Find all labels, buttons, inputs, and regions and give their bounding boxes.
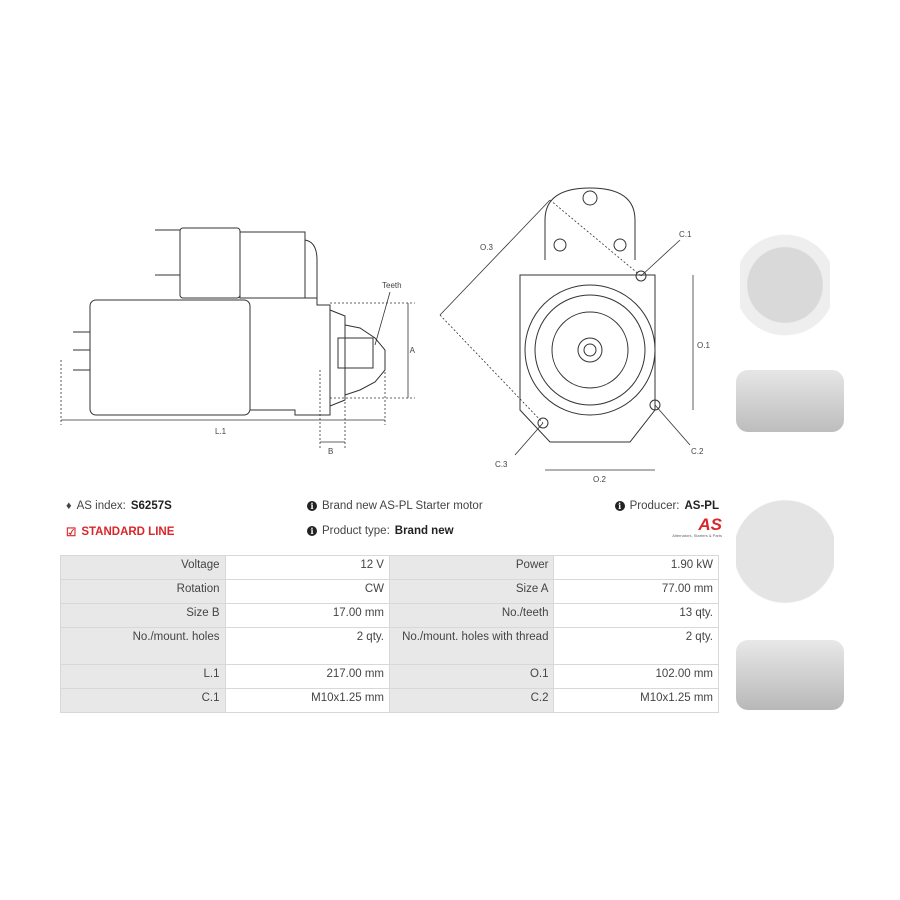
spec-value: CW [224, 579, 390, 604]
producer: i Producer: AS-PL [614, 500, 720, 512]
logo-tagline: Alternators, Starters & Parts [672, 533, 722, 538]
description-text: Brand new AS-PL Starter motor [322, 500, 483, 512]
label-c3: C.3 [495, 460, 508, 469]
spec-key: Power [388, 555, 555, 580]
info-icon: i [614, 501, 625, 511]
spec-value: M10x1.25 mm [224, 688, 390, 713]
tags-icon: ♦ [66, 500, 72, 512]
label-o1: O.1 [697, 341, 710, 350]
standard-line: ☑ STANDARD LINE [66, 525, 174, 539]
info-icon: i [307, 526, 317, 536]
product-type-value: Brand new [394, 525, 454, 537]
spec-key: Size B [60, 603, 226, 628]
product-type-label: Product type: [322, 525, 390, 537]
spec-value: 2 qty. [224, 627, 390, 665]
product-type: i Product type: Brand new [307, 525, 454, 537]
label-a: A [410, 346, 415, 355]
spec-key: L.1 [60, 664, 226, 689]
spec-value: 2 qty. [553, 627, 719, 665]
product-photo-side [736, 370, 844, 432]
logo-text: AS [698, 515, 722, 534]
spec-key: C.2 [388, 688, 555, 713]
label-o3: O.3 [480, 243, 493, 252]
label-b: B [328, 447, 333, 456]
spec-key: C.1 [60, 688, 226, 713]
as-index: ♦ AS index: S6257S [66, 500, 172, 512]
spec-value: 12 V [224, 555, 390, 580]
label-o2: O.2 [593, 475, 606, 484]
spec-key: Voltage [60, 555, 226, 580]
spec-key: No./teeth [388, 603, 555, 628]
front-view-drawing: O.3 C.1 O.1 C.2 C.3 O.2 [439, 187, 710, 484]
description: i Brand new AS-PL Starter motor [307, 500, 483, 512]
as-pl-logo: AS Alternators, Starters & Parts [672, 516, 722, 538]
product-photo-front [740, 215, 830, 355]
spec-value: 13 qty. [553, 603, 719, 628]
label-c2: C.2 [691, 447, 704, 456]
label-teeth: Teeth [382, 281, 402, 290]
product-photo-side-2 [736, 640, 844, 710]
spec-value: 102.00 mm [553, 664, 719, 689]
producer-label: Producer: [629, 500, 680, 512]
standard-line-label: STANDARD LINE [81, 526, 175, 538]
checkbox-icon: ☑ [66, 527, 77, 539]
spec-value: 17.00 mm [224, 603, 390, 628]
product-photo-rear [736, 450, 834, 625]
spec-value: 77.00 mm [553, 579, 719, 604]
as-index-value: S6257S [130, 500, 172, 512]
spec-value: M10x1.25 mm [553, 688, 719, 713]
spec-key: Rotation [60, 579, 226, 604]
info-icon: i [307, 501, 317, 511]
spec-key: O.1 [388, 664, 555, 689]
spec-value: 217.00 mm [224, 664, 390, 689]
producer-value: AS-PL [684, 500, 720, 512]
as-index-label: AS index: [76, 500, 126, 512]
spec-value: 1.90 kW [553, 555, 719, 580]
spec-key: No./mount. holes [60, 627, 226, 665]
spec-key: No./mount. holes with thread [388, 627, 555, 665]
side-view-drawing: Teeth A L.1 B [60, 227, 415, 456]
label-c1: C.1 [679, 230, 692, 239]
spec-key: Size A [388, 579, 555, 604]
label-l1: L.1 [215, 427, 227, 436]
